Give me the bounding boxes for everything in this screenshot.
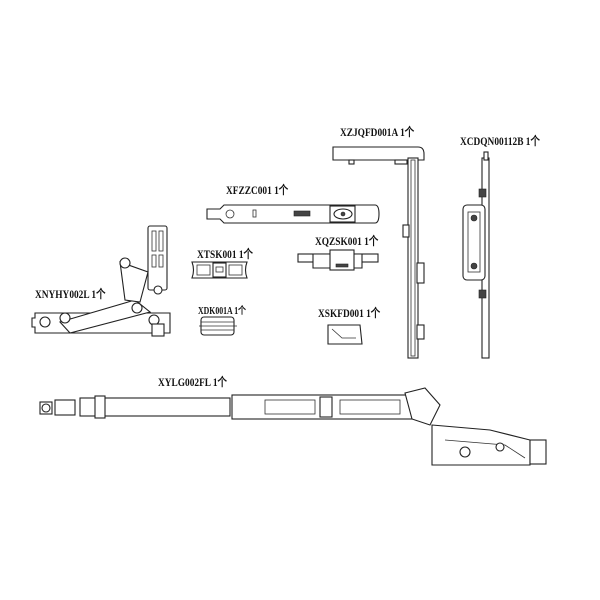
part-label-xfzzc001: XFZZC001 1个 <box>226 181 288 198</box>
part-label-xnyhy002l: XNYHY002L 1个 <box>35 285 105 302</box>
part-code: XYLG002FL <box>158 375 211 389</box>
part-qty: 1个 <box>91 287 106 301</box>
part-code: XFZZC001 <box>226 183 272 197</box>
part-xnyhy002l-drawing <box>31 225 171 337</box>
part-xskfd001-drawing <box>327 324 363 345</box>
part-code: XCDQN00112B <box>460 134 524 148</box>
part-xylg002fl-drawing <box>39 387 547 466</box>
part-xdk001a-drawing <box>199 316 237 336</box>
part-code: XZJQFD001A <box>340 125 398 139</box>
part-qty: 1个 <box>525 134 540 148</box>
part-code: XDK001A <box>198 306 233 317</box>
part-qty: 1个 <box>400 125 415 139</box>
part-code: XTSK001 <box>197 247 237 261</box>
part-xtsk001-drawing <box>191 261 248 279</box>
part-xqzsk001-drawing <box>297 249 379 271</box>
part-qty: 1个 <box>364 234 379 248</box>
part-label-xqzsk001: XQZSK001 1个 <box>315 232 378 249</box>
part-label-xtsk001: XTSK001 1个 <box>197 245 253 262</box>
part-qty: 1个 <box>366 306 381 320</box>
part-label-xzjqfd001a: XZJQFD001A 1个 <box>340 123 414 140</box>
part-xcdqn00112b-drawing <box>462 151 490 359</box>
part-qty: 1个 <box>274 183 289 197</box>
part-qty: 1个 <box>238 247 253 261</box>
part-label-xylg002fl: XYLG002FL 1个 <box>158 373 227 390</box>
part-label-xcdqn00112b: XCDQN00112B 1个 <box>460 132 540 149</box>
part-xzjqfd001a-drawing <box>332 146 425 359</box>
part-label-xdk001a: XDK001A 1个 <box>198 302 246 317</box>
part-code: XQZSK001 <box>315 234 362 248</box>
part-qty: 1个 <box>212 375 227 389</box>
part-xfzzc001-drawing <box>206 204 380 224</box>
part-qty: 1个 <box>234 306 246 317</box>
part-code: XNYHY002L <box>35 287 90 301</box>
part-code: XSKFD001 <box>318 306 364 320</box>
part-label-xskfd001: XSKFD001 1个 <box>318 304 380 321</box>
